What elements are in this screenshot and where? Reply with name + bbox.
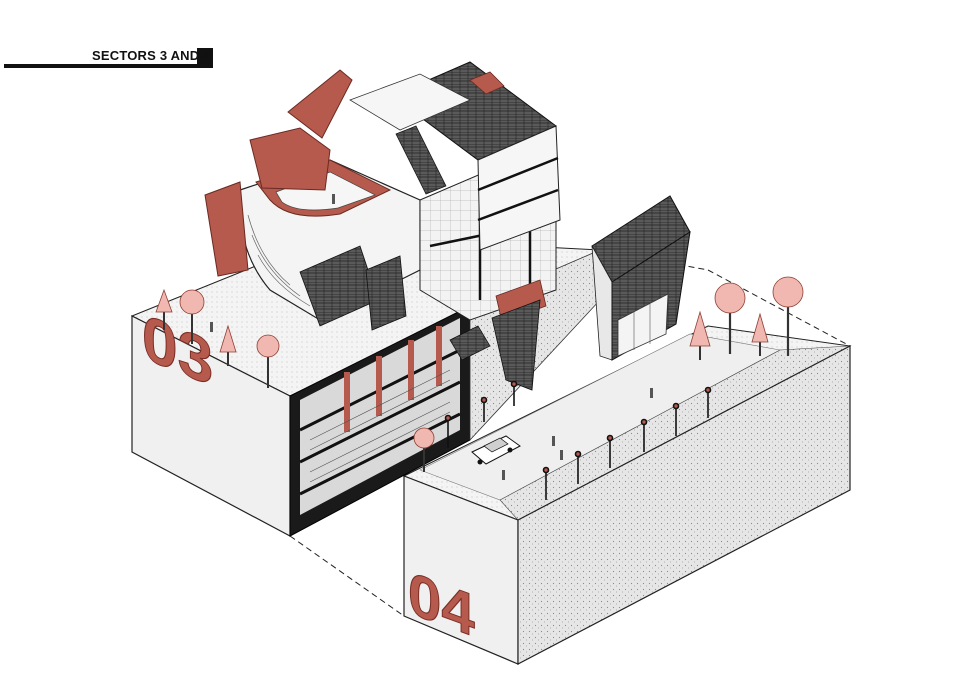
tree (413, 427, 435, 472)
tree (772, 276, 804, 356)
people (210, 194, 653, 480)
tree (751, 312, 769, 356)
person (552, 436, 555, 446)
interior-windows (309, 369, 451, 483)
facade-horizontal-bands (247, 214, 311, 307)
upper-terrace (349, 73, 471, 131)
red-cantilever-top (249, 127, 331, 191)
tree (256, 334, 280, 388)
car (471, 435, 521, 465)
title-end-bar (197, 48, 213, 68)
lamp-post (704, 386, 712, 418)
red-columns (344, 326, 442, 432)
roof-red-skylight (469, 71, 505, 95)
shading-screen-2 (365, 255, 407, 331)
external-stair (395, 125, 447, 195)
trees (155, 276, 804, 472)
page-title: SECTORS 3 AND 4 (92, 48, 211, 63)
basement-interior (300, 318, 460, 515)
person (210, 322, 213, 332)
main-building (204, 61, 561, 391)
lamp-post (606, 434, 614, 468)
lamp-post (672, 402, 680, 436)
sector-4-right-face (517, 345, 851, 665)
tree (689, 310, 711, 360)
tower-floor-lines (477, 156, 559, 222)
lamp-post (574, 450, 582, 484)
red-cantilever-left (204, 181, 249, 277)
right-tower-glass (617, 293, 669, 357)
tree (219, 324, 237, 366)
person (332, 194, 335, 204)
lamp-post (510, 380, 518, 406)
lamp-post (542, 466, 550, 500)
tree (179, 289, 205, 344)
title-underline (4, 64, 212, 68)
lamp-post (444, 414, 452, 448)
entry-stair (449, 325, 491, 361)
title-block: SECTORS 3 AND 4 (4, 48, 213, 68)
person (650, 388, 653, 398)
tree (714, 282, 746, 354)
red-canopy-upper (287, 69, 353, 139)
roof-terrace-floor (275, 171, 376, 211)
right-tower-mullions (633, 304, 651, 350)
sector-4-block: 04 (402, 325, 852, 665)
hanging-screen (491, 299, 541, 391)
person (502, 470, 505, 480)
person (560, 450, 563, 460)
tree (155, 288, 173, 330)
right-tower (591, 195, 691, 361)
lamp-post (480, 396, 488, 422)
lamp-post (640, 418, 648, 452)
street-lamps (444, 380, 712, 500)
